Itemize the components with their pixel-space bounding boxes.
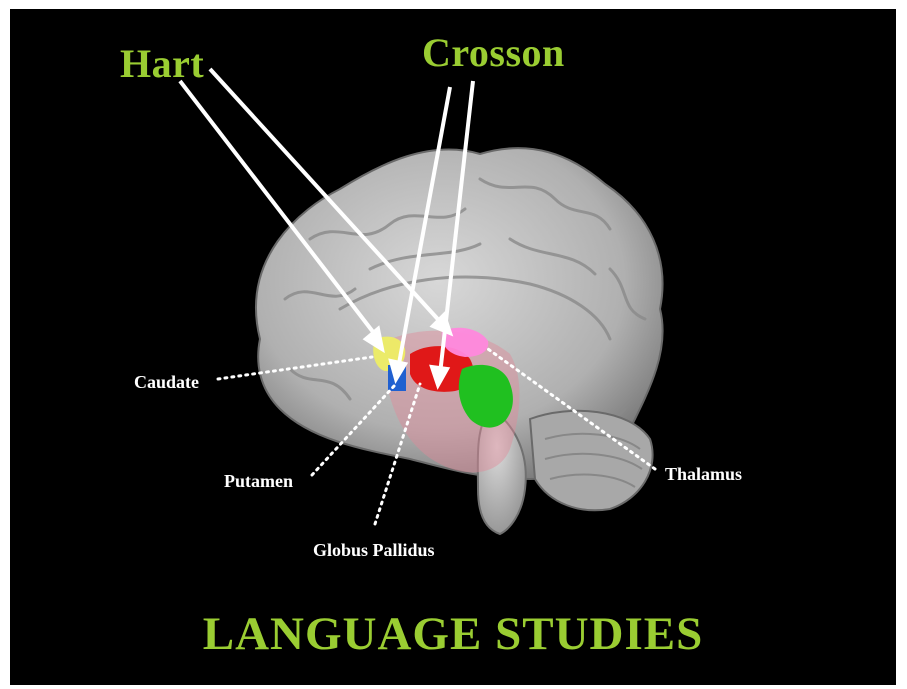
region-label-caudate: Caudate: [134, 373, 199, 391]
region-label-putamen: Putamen: [224, 472, 293, 490]
author-label-hart: Hart: [120, 44, 204, 84]
cerebellum: [530, 411, 653, 510]
slide-title: LANGUAGE STUDIES: [10, 611, 896, 658]
brain-diagram: [10, 9, 896, 685]
author-label-crosson: Crosson: [422, 33, 565, 73]
region-label-thalamus: Thalamus: [665, 465, 742, 483]
slide: Hart Crosson Caudate Putamen Globus Pall…: [10, 9, 896, 685]
region-label-globus-pallidus: Globus Pallidus: [313, 541, 435, 559]
